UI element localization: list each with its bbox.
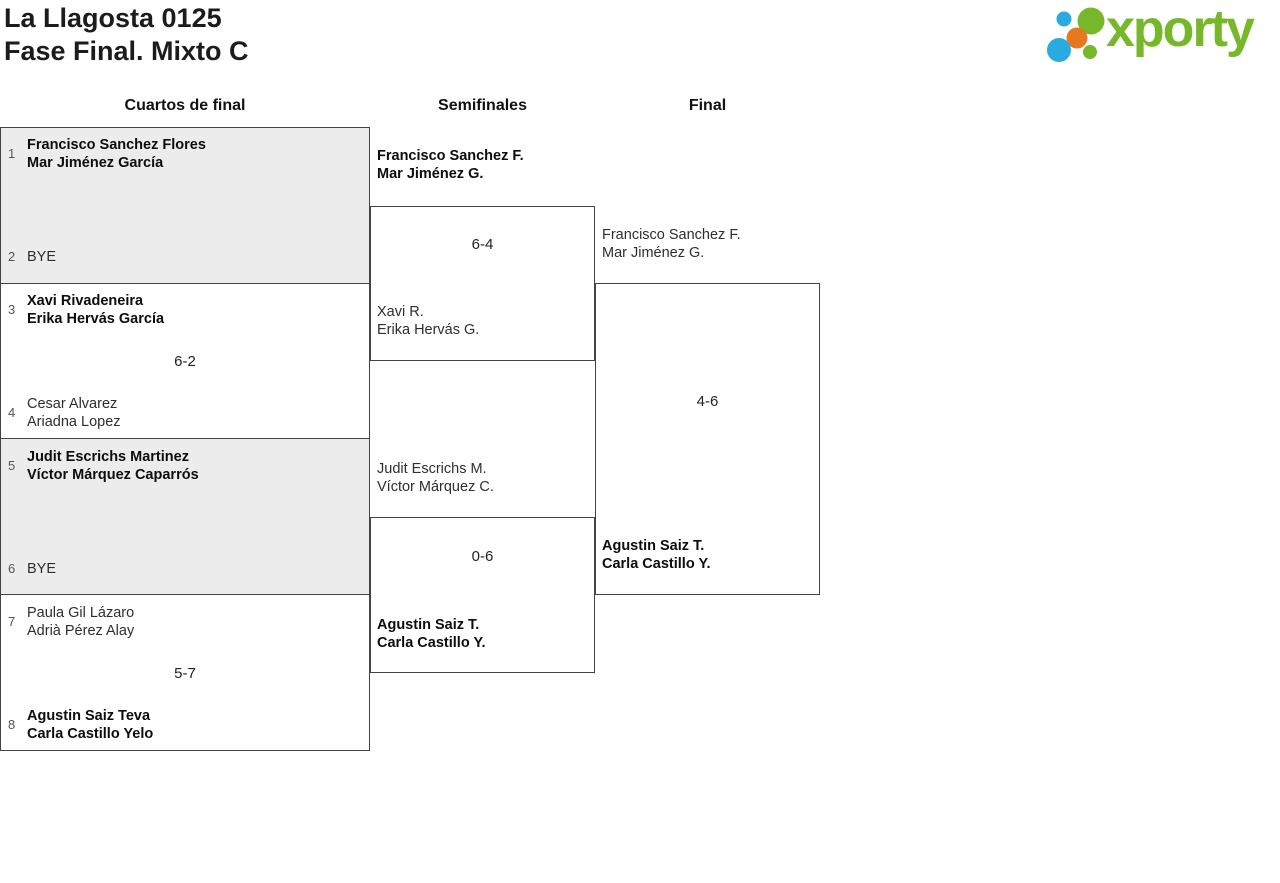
team-name-line: Víctor Márquez C. xyxy=(377,479,494,495)
qf3-team-top: Judit Escrichs Martinez Víctor Márquez C… xyxy=(27,448,199,484)
team-name-line: Cesar Alvarez xyxy=(27,396,118,412)
final-match-box xyxy=(595,283,820,595)
logo-dot-green-large xyxy=(1077,7,1105,35)
qf4-score: 5-7 xyxy=(174,665,196,682)
final-score: 4-6 xyxy=(696,393,719,410)
xporty-logo-text: xporty xyxy=(1106,0,1255,58)
seed-1: 1 xyxy=(8,146,16,161)
qf4-team-top: Paula Gil Lázaro Adrià Pérez Alay xyxy=(27,604,134,640)
team-name-line: Francisco Sanchez Flores xyxy=(27,137,206,153)
round-header-semifinals: Semifinales xyxy=(438,97,527,114)
seed-2: 2 xyxy=(8,249,16,264)
team-name-line: Xavi Rivadeneira xyxy=(27,293,144,309)
qf2-score: 6-2 xyxy=(174,353,196,370)
team-name-line: Francisco Sanchez F. xyxy=(377,148,524,164)
xporty-logo[interactable]: xporty xyxy=(1046,0,1276,70)
qf-match-3-box xyxy=(0,438,370,595)
team-name-line: Judit Escrichs M. xyxy=(377,461,487,477)
sf1-score: 6-4 xyxy=(471,236,494,253)
seed-5: 5 xyxy=(8,458,16,473)
team-name-line: Adrià Pérez Alay xyxy=(27,623,135,639)
logo-dot-blue-large xyxy=(1047,38,1071,62)
sf-match-2-box xyxy=(370,517,595,673)
team-name-line: Agustin Saiz Teva xyxy=(27,708,151,724)
seed-6: 6 xyxy=(8,561,16,576)
team-name-line: BYE xyxy=(27,249,57,265)
qf3-team-bottom: BYE xyxy=(27,560,56,578)
sf2-score: 0-6 xyxy=(471,548,494,565)
logo-dot-blue-small xyxy=(1056,11,1072,27)
team-name-line: Erika Hervás G. xyxy=(377,322,480,338)
team-name-line: Mar Jiménez García xyxy=(27,155,164,171)
logo-dot-green-small xyxy=(1083,45,1097,59)
team-name-line: Erika Hervás García xyxy=(27,311,165,327)
seed-7: 7 xyxy=(8,614,16,629)
seed-8: 8 xyxy=(8,717,16,732)
team-name-line: Mar Jiménez G. xyxy=(377,166,484,182)
round-header-quarterfinals: Cuartos de final xyxy=(124,97,246,114)
qf1-team-bottom: BYE xyxy=(27,248,56,266)
seed-4: 4 xyxy=(8,405,16,420)
qf-match-4-box xyxy=(0,594,370,751)
team-name-line: Carla Castillo Y. xyxy=(377,635,486,651)
final-team-bottom: Agustin Saiz T. Carla Castillo Y. xyxy=(602,537,711,573)
round-header-final: Final xyxy=(688,97,727,114)
logo-dot-orange xyxy=(1066,27,1088,49)
qf4-team-bottom: Agustin Saiz Teva Carla Castillo Yelo xyxy=(27,707,153,743)
qf-match-1-box xyxy=(0,127,370,284)
sf2-team-top: Judit Escrichs M. Víctor Márquez C. xyxy=(377,460,494,496)
team-name-line: Mar Jiménez G. xyxy=(602,245,705,261)
sf2-team-bottom: Agustin Saiz T. Carla Castillo Y. xyxy=(377,616,486,652)
team-name-line: Carla Castillo Yelo xyxy=(27,726,154,742)
team-name-line: Ariadna Lopez xyxy=(27,414,121,430)
team-name-line: Agustin Saiz T. xyxy=(377,617,480,633)
team-name-line: Paula Gil Lázaro xyxy=(27,605,135,621)
qf2-team-bottom: Cesar Alvarez Ariadna Lopez xyxy=(27,395,121,431)
team-name-line: Carla Castillo Y. xyxy=(602,556,711,572)
team-name-line: Judit Escrichs Martinez xyxy=(27,449,189,465)
qf-match-2-box xyxy=(0,283,370,439)
qf1-team-top: Francisco Sanchez Flores Mar Jiménez Gar… xyxy=(27,136,206,172)
page-title-line1: La Llagosta 0125 xyxy=(4,3,222,33)
page-title-line2: Fase Final. Mixto C xyxy=(4,36,249,66)
sf1-team-bottom: Xavi R. Erika Hervás G. xyxy=(377,303,479,339)
team-name-line: Francisco Sanchez F. xyxy=(602,227,741,243)
seed-3: 3 xyxy=(8,302,16,317)
qf2-team-top: Xavi Rivadeneira Erika Hervás García xyxy=(27,292,164,328)
final-team-top: Francisco Sanchez F. Mar Jiménez G. xyxy=(602,226,741,262)
team-name-line: Xavi R. xyxy=(377,304,424,320)
xporty-dots-icon xyxy=(1047,7,1105,62)
team-name-line: Agustin Saiz T. xyxy=(602,538,705,554)
sf1-team-top: Francisco Sanchez F. Mar Jiménez G. xyxy=(377,147,524,183)
team-name-line: Víctor Márquez Caparrós xyxy=(27,467,199,483)
sf-match-1-box xyxy=(370,206,595,361)
team-name-line: BYE xyxy=(27,561,57,577)
page-title: La Llagosta 0125 Fase Final. Mixto C xyxy=(4,2,249,68)
